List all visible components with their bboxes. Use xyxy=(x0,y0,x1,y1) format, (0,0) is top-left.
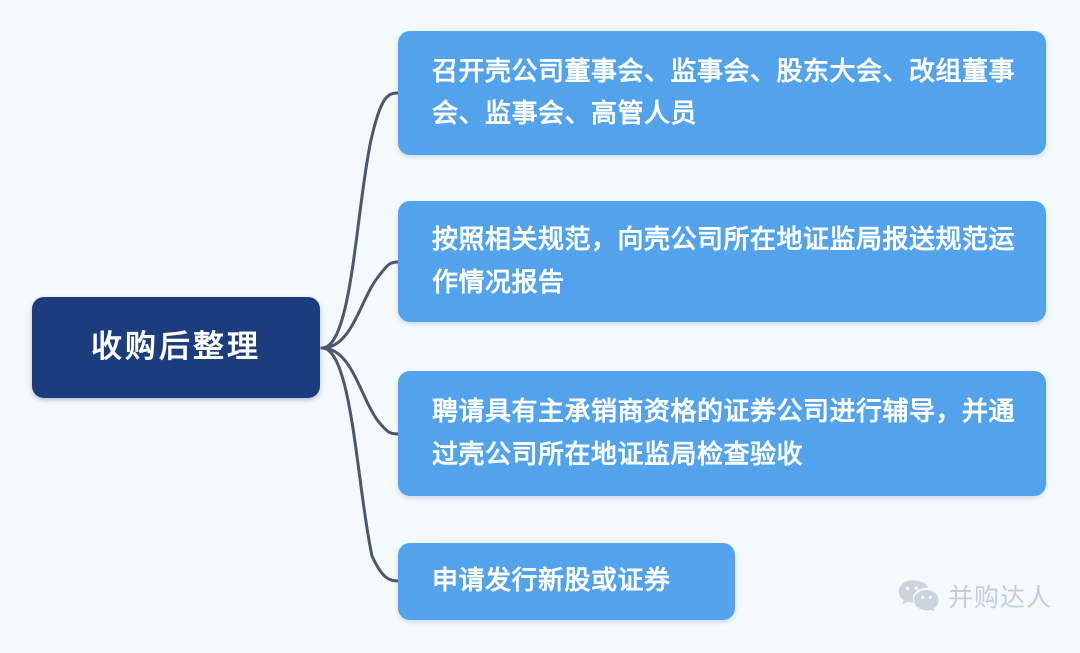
root-node-label: 收购后整理 xyxy=(91,328,261,365)
branch-node-1[interactable]: 召开壳公司董事会、监事会、股东大会、改组董事会、监事会、高管人员 xyxy=(398,31,1046,155)
wechat-icon xyxy=(897,579,939,613)
branch-node-1-label: 召开壳公司董事会、监事会、股东大会、改组董事会、监事会、高管人员 xyxy=(432,56,1016,129)
watermark-text: 并购达人 xyxy=(948,583,1053,612)
connector-root-to-branch-4 xyxy=(320,346,400,583)
branch-node-3-label: 聘请具有主承销商资格的证券公司进行辅导，并通过壳公司所在地证监局检查验收 xyxy=(432,397,1016,470)
branch-node-2-label: 按照相关规范，向壳公司所在地证监局报送规范运作情况报告 xyxy=(432,225,1016,298)
branch-node-4-label: 申请发行新股或证券 xyxy=(432,566,671,597)
branch-node-3[interactable]: 聘请具有主承销商资格的证券公司进行辅导，并通过壳公司所在地证监局检查验收 xyxy=(398,371,1046,496)
branch-node-4[interactable]: 申请发行新股或证券 xyxy=(398,543,735,620)
root-node[interactable]: 收购后整理 xyxy=(32,297,320,398)
connector-root-to-branch-3 xyxy=(320,346,400,436)
watermark: 并购达人 xyxy=(897,578,1052,614)
connector-root-to-branch-1 xyxy=(320,91,400,350)
branch-node-2[interactable]: 按照相关规范，向壳公司所在地证监局报送规范运作情况报告 xyxy=(398,201,1046,322)
connector-root-to-branch-2 xyxy=(320,260,400,350)
